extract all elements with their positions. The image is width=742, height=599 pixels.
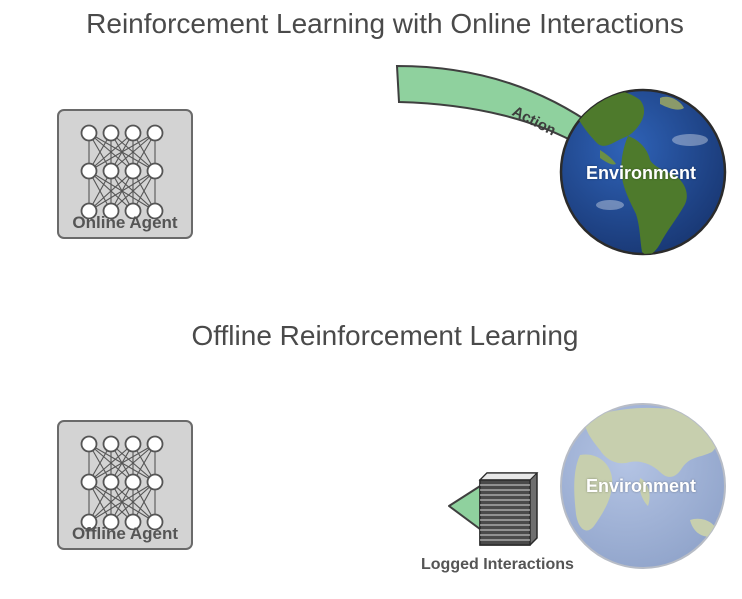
offline-agent-box: Offline Agent — [57, 420, 193, 550]
data-stack-icon — [448, 472, 539, 546]
online-agent-box: Online Agent — [57, 109, 193, 239]
online-environment-label: Environment — [586, 163, 697, 183]
offline-section-title: Offline Reinforcement Learning — [191, 320, 579, 351]
neural-network-icon — [80, 435, 164, 530]
offline-environment-label: Environment — [586, 476, 697, 496]
online-agent-label: Online Agent — [72, 213, 178, 232]
offline-agent-label: Offline Agent — [71, 524, 179, 543]
globe-icon — [559, 88, 727, 256]
online-section-title: Reinforcement Learning with Online Inter… — [86, 8, 684, 39]
logged-interactions-label: Logged Interactions — [421, 556, 574, 573]
globe-icon — [560, 403, 726, 569]
neural-network-icon — [80, 124, 164, 219]
